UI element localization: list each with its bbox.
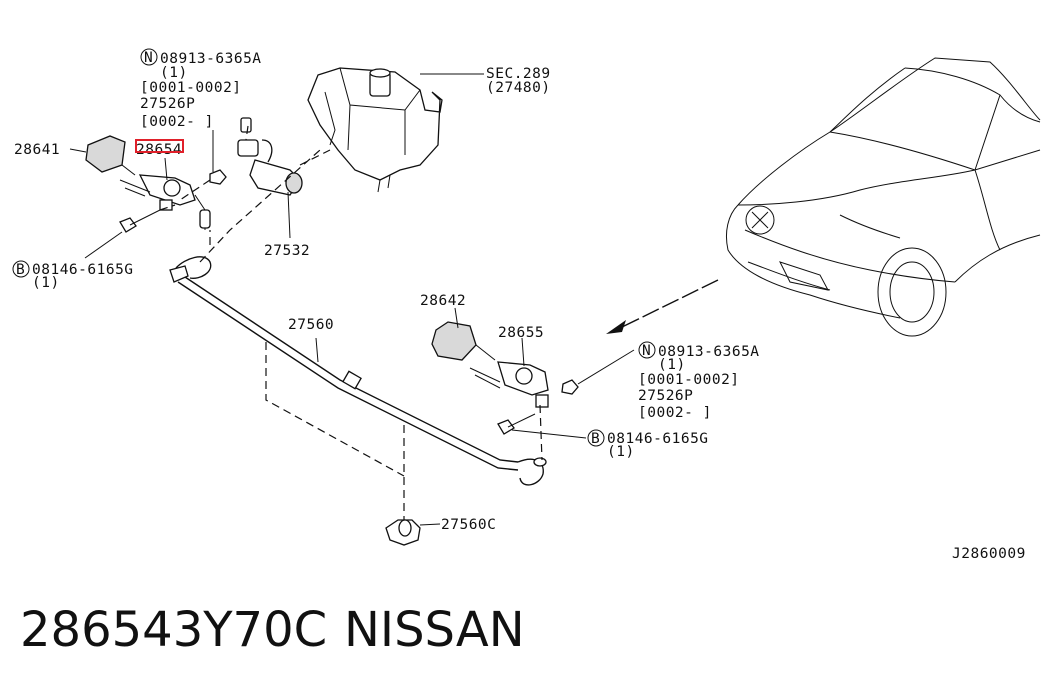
bolt-a-code: 08146-6165G — [32, 262, 134, 278]
hose-clip — [385, 519, 421, 546]
nut-a-code: 08913-6365A — [160, 51, 262, 67]
label-bolt-b: B 08146-6165G (1) — [587, 429, 709, 460]
nut-a-part: 27526P — [140, 96, 195, 112]
circle-n-b: N — [642, 343, 651, 359]
nut-a-qty: (1) — [160, 65, 188, 81]
bolt-a-qty: (1) — [32, 275, 60, 291]
label-sec289-sub: (27480) — [486, 80, 551, 96]
bolt-left — [119, 209, 161, 233]
left-nozzle-assembly — [85, 135, 211, 230]
nut-b-range2: [0002- ] — [638, 405, 712, 421]
circle-n-a: N — [144, 50, 153, 66]
washer-pump — [237, 117, 303, 196]
highlight-box — [135, 139, 184, 153]
nut-a-range1: [0001-0002] — [140, 80, 242, 96]
label-27532: 27532 — [264, 243, 310, 259]
bolt-b-qty: (1) — [607, 444, 635, 460]
circle-b-b: B — [591, 431, 600, 447]
label-bolt-a: B 08146-6165G (1) — [12, 260, 134, 291]
bolt-right — [497, 413, 536, 435]
washer-tank — [307, 67, 443, 193]
right-nozzle-assembly — [431, 321, 549, 408]
label-28655: 28655 — [498, 325, 544, 341]
diagram-id: J2860009 — [952, 546, 1026, 562]
label-27560c: 27560C — [441, 517, 496, 533]
label-nut-b: N 08913-6365A (1) [0001-0002] 27526P [00… — [638, 341, 760, 421]
label-28641: 28641 — [14, 142, 60, 158]
nut-b-range1: [0001-0002] — [638, 372, 740, 388]
car-illustration — [725, 57, 1041, 337]
circle-b-a: B — [16, 262, 25, 278]
direction-arrow — [606, 279, 719, 334]
label-28642: 28642 — [420, 293, 466, 309]
nut-b-part: 27526P — [638, 388, 693, 404]
nut-b-qty: (1) — [658, 357, 686, 373]
washer-hose — [169, 256, 547, 486]
label-27560: 27560 — [288, 317, 334, 333]
label-28654-highlighted: 28654 — [135, 139, 184, 158]
label-28654: 28654 — [136, 142, 182, 158]
label-nut-a: N 08913-6365A (1) [0001-0002] 27526P [00… — [140, 48, 262, 130]
nut-a-range2: [0002- ] — [140, 114, 214, 130]
footer-part-number: 286543Y70C — [20, 602, 327, 658]
bolt-b-code: 08146-6165G — [607, 431, 709, 447]
nut-b-code: 08913-6365A — [658, 344, 760, 360]
label-sec289: SEC.289 — [486, 66, 551, 82]
footer-brand: NISSAN — [344, 602, 525, 658]
